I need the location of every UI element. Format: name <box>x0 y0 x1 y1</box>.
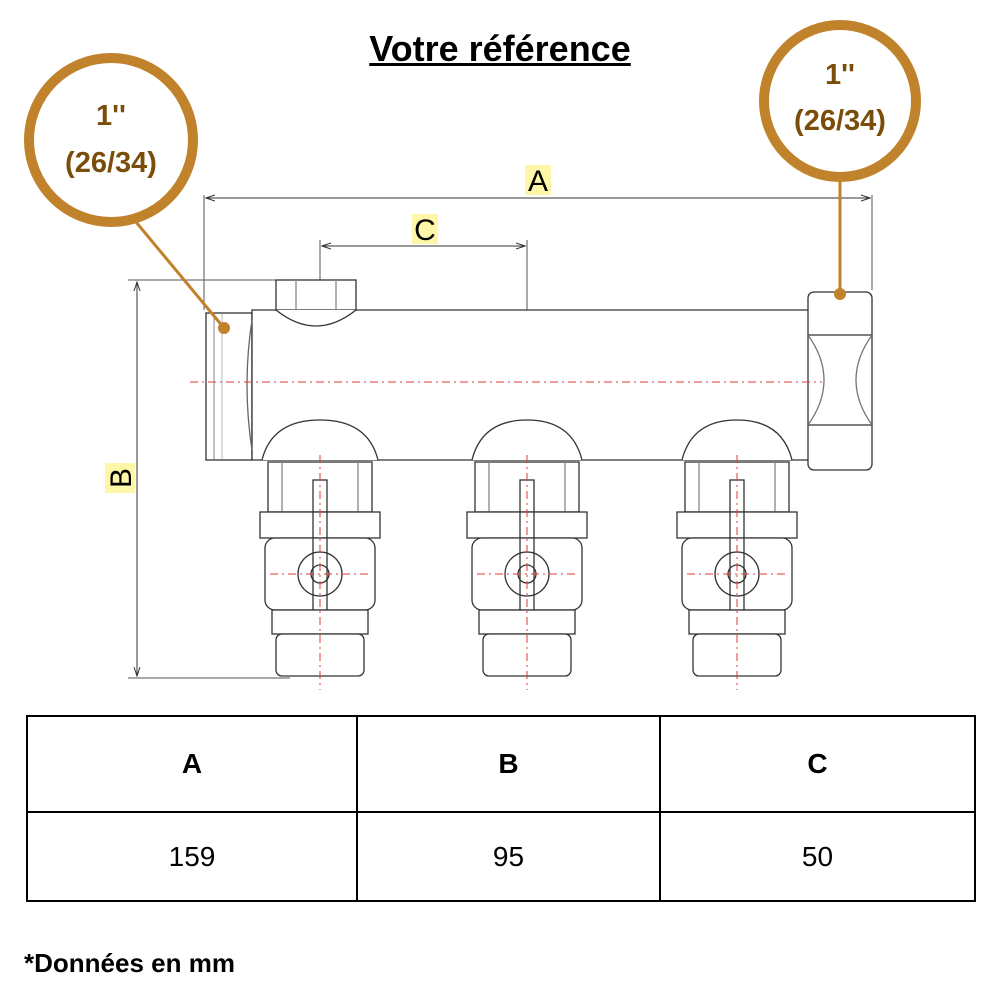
table-header-row: A B C <box>26 715 976 813</box>
dimension-b-label: B <box>105 468 138 488</box>
callout-left-size: 1'' <box>96 100 126 132</box>
manifold-body <box>205 279 873 471</box>
table-value-c: 50 <box>659 811 976 902</box>
manifold-technical-drawing: A C B <box>24 20 921 690</box>
callout-right: 1'' (26/34) <box>759 20 921 300</box>
dimension-c-highlight <box>412 214 438 244</box>
dimension-a-highlight <box>525 165 551 195</box>
callout-right-ring <box>759 20 921 182</box>
table-row: 159 95 50 <box>26 811 976 902</box>
dimension-c-label: C <box>414 214 436 247</box>
callout-left-dn: (26/34) <box>65 147 157 179</box>
table-header-b: B <box>356 715 661 813</box>
dimension-b: B <box>105 279 290 679</box>
callout-right-size: 1'' <box>825 59 855 91</box>
dimension-a: A <box>203 165 873 310</box>
top-plug <box>275 279 357 327</box>
table-header-c: C <box>659 715 976 813</box>
dimension-a-label: A <box>528 165 548 198</box>
units-footnote: *Données en mm <box>24 948 235 978</box>
callout-right-dn: (26/34) <box>794 105 886 137</box>
female-hex-nut <box>807 291 873 471</box>
table-value-a: 159 <box>26 811 358 902</box>
dimension-b-highlight <box>105 463 135 493</box>
table-header-a: A <box>26 715 358 813</box>
callout-left-ring <box>24 53 198 227</box>
male-thread-end <box>205 312 253 461</box>
page-title: Votre référence <box>369 28 631 69</box>
callout-left: 1'' (26/34) <box>24 53 230 334</box>
table-value-b: 95 <box>356 811 661 902</box>
centerlines <box>190 381 822 690</box>
dimensions-table: A B C 159 95 50 <box>26 715 976 902</box>
